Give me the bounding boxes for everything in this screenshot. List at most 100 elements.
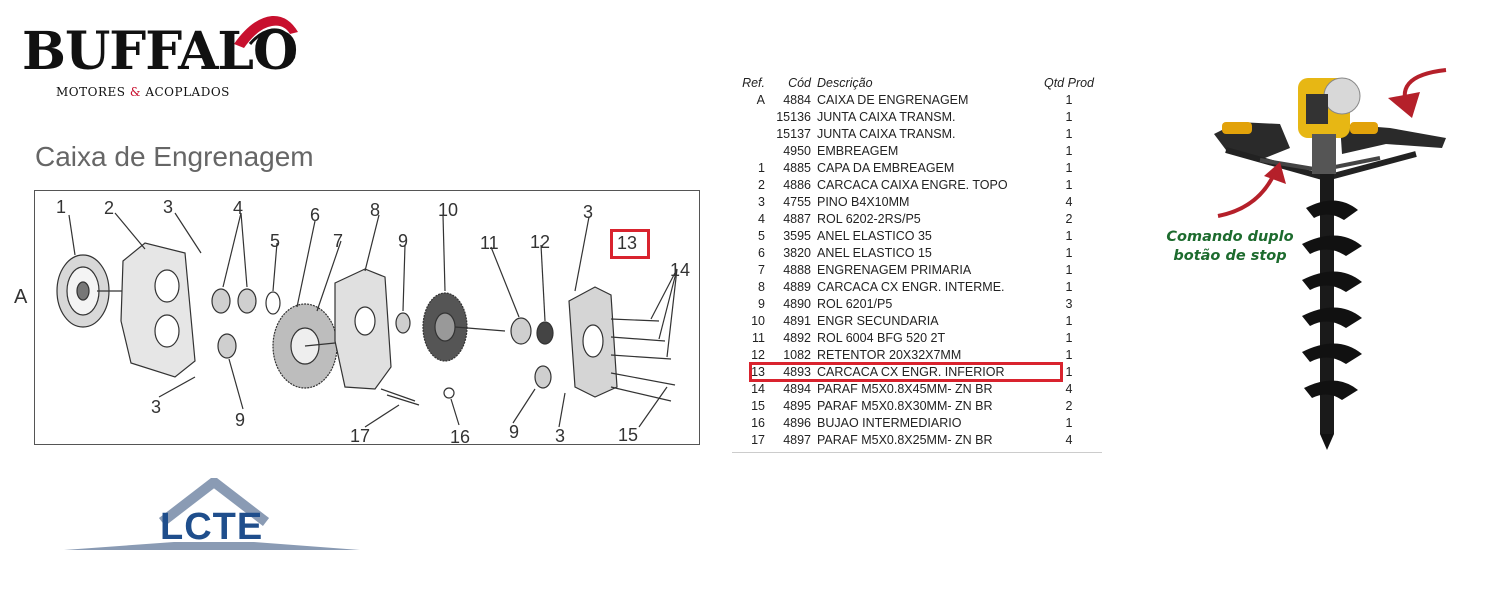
cell-qtd: 4 <box>1065 194 1073 209</box>
lcte-logo: LCTE <box>64 478 364 558</box>
cell-ref: 9 <box>758 296 765 311</box>
cell-cod: 4895 <box>783 398 811 413</box>
cell-desc: BUJAO INTERMEDIARIO <box>817 415 962 430</box>
cell-cod: 4889 <box>783 279 811 294</box>
cell-cod: 4892 <box>783 330 811 345</box>
earth-auger-illustration <box>1214 68 1447 450</box>
cell-desc: ENGRENAGEM PRIMARIA <box>817 262 972 277</box>
exploded-diagram <box>34 190 700 445</box>
header-desc: Descrição <box>817 75 873 90</box>
cell-cod: 3595 <box>783 228 811 243</box>
cell-ref <box>732 108 768 125</box>
cell-cod: 15136 <box>776 109 811 124</box>
callout-9: 9 <box>398 231 409 251</box>
table-bottom-rule <box>732 452 1102 453</box>
cell-ref: 6 <box>758 245 765 260</box>
header-ref: Ref. <box>742 75 765 90</box>
cell-cod: 4886 <box>783 177 811 192</box>
callout-11: 11 <box>480 233 499 253</box>
callout-12: 12 <box>530 232 551 252</box>
cell-desc: CARCACA CX ENGR. INTERME. <box>817 279 1005 294</box>
cell-desc: JUNTA CAIXA TRANSM. <box>817 126 956 141</box>
cell-qtd: 1 <box>1065 415 1073 430</box>
cell-ref: 17 <box>751 432 765 447</box>
callout-4: 4 <box>233 198 244 218</box>
cell-desc: ROL 6201/P5 <box>817 296 893 311</box>
cell-ref <box>732 125 768 142</box>
callout-16: 16 <box>450 427 471 447</box>
cell-qtd: 1 <box>1065 279 1073 294</box>
callout-5: 5 <box>270 231 281 251</box>
cell-cod: 4755 <box>783 194 811 209</box>
cell-ref: 14 <box>751 381 765 396</box>
assembly-label: A <box>14 286 28 308</box>
callout-8: 8 <box>370 200 381 220</box>
cell-ref: 15 <box>751 398 765 413</box>
caption-line-2: botão de stop <box>1173 248 1287 264</box>
cell-desc: PARAF M5X0.8X45MM- ZN BR <box>817 381 993 396</box>
cell-desc: EMBREAGEM <box>817 143 899 158</box>
cell-ref: 2 <box>758 177 765 192</box>
cell-qtd: 1 <box>1065 109 1073 124</box>
cell-cod: 4884 <box>783 92 811 107</box>
cell-ref <box>732 142 768 159</box>
callout-13-highlight <box>610 229 650 259</box>
cell-qtd: 1 <box>1065 177 1073 192</box>
callout-3: 3 <box>163 197 174 217</box>
cell-qtd: 1 <box>1065 313 1073 328</box>
lcte-roof-icon <box>64 478 360 550</box>
cell-qtd: 3 <box>1065 296 1073 311</box>
part-top-housing <box>120 242 196 378</box>
cell-qtd: 1 <box>1065 347 1073 362</box>
cell-qtd: 1 <box>1065 228 1073 243</box>
cell-desc: PARAF M5X0.8X25MM- ZN BR <box>817 432 993 447</box>
cell-qtd: 1 <box>1065 143 1073 158</box>
cell-cod: 4890 <box>783 296 811 311</box>
logo-wordmark: BUFFALO <box>22 21 298 82</box>
callout-6: 6 <box>310 205 321 225</box>
cell-qtd: 4 <box>1065 381 1073 396</box>
callout-3-bottom: 3 <box>555 426 566 446</box>
cell-ref: 16 <box>751 415 765 430</box>
row-13-highlight <box>749 362 1063 382</box>
cell-desc: CAIXA DE ENGRENAGEM <box>817 92 969 107</box>
cell-qtd: 1 <box>1065 364 1073 379</box>
cell-desc: PARAF M5X0.8X30MM- ZN BR <box>817 398 993 413</box>
callout-9-lower: 9 <box>235 410 246 430</box>
callout-14: 14 <box>670 260 691 280</box>
cell-ref: 7 <box>758 262 765 277</box>
callout-9-right: 9 <box>509 422 520 442</box>
cell-cod: 1082 <box>783 347 811 362</box>
cell-desc: RETENTOR 20X32X7MM <box>817 347 962 362</box>
cell-cod: 4950 <box>783 143 811 158</box>
cell-desc: PINO B4X10MM <box>817 194 910 209</box>
logo-subtitle: MOTORES & ACOPLADOS <box>56 85 230 99</box>
cell-desc: ANEL ELASTICO 35 <box>817 228 932 243</box>
cell-cod: 4897 <box>783 432 811 447</box>
cell-ref: 11 <box>752 330 765 345</box>
callout-15: 15 <box>618 425 639 445</box>
cell-ref: 10 <box>751 313 765 328</box>
cell-qtd: 1 <box>1065 262 1073 277</box>
cell-desc: CARCACA CX ENGR. INFERIOR <box>817 364 1005 379</box>
logo-sub-amp: & <box>129 85 141 99</box>
cell-ref: A <box>756 92 765 107</box>
caption-line-1: Comando duplo <box>1166 229 1294 245</box>
cell-desc: CAPA DA EMBREAGEM <box>817 160 955 175</box>
product-caption: Comando duplo botão de stop <box>1150 228 1310 266</box>
cell-qtd: 2 <box>1065 211 1073 226</box>
exploded-diagram-drawing <box>56 212 678 428</box>
cell-cod: 4885 <box>783 160 811 175</box>
cell-desc: ANEL ELASTICO 15 <box>817 245 932 260</box>
